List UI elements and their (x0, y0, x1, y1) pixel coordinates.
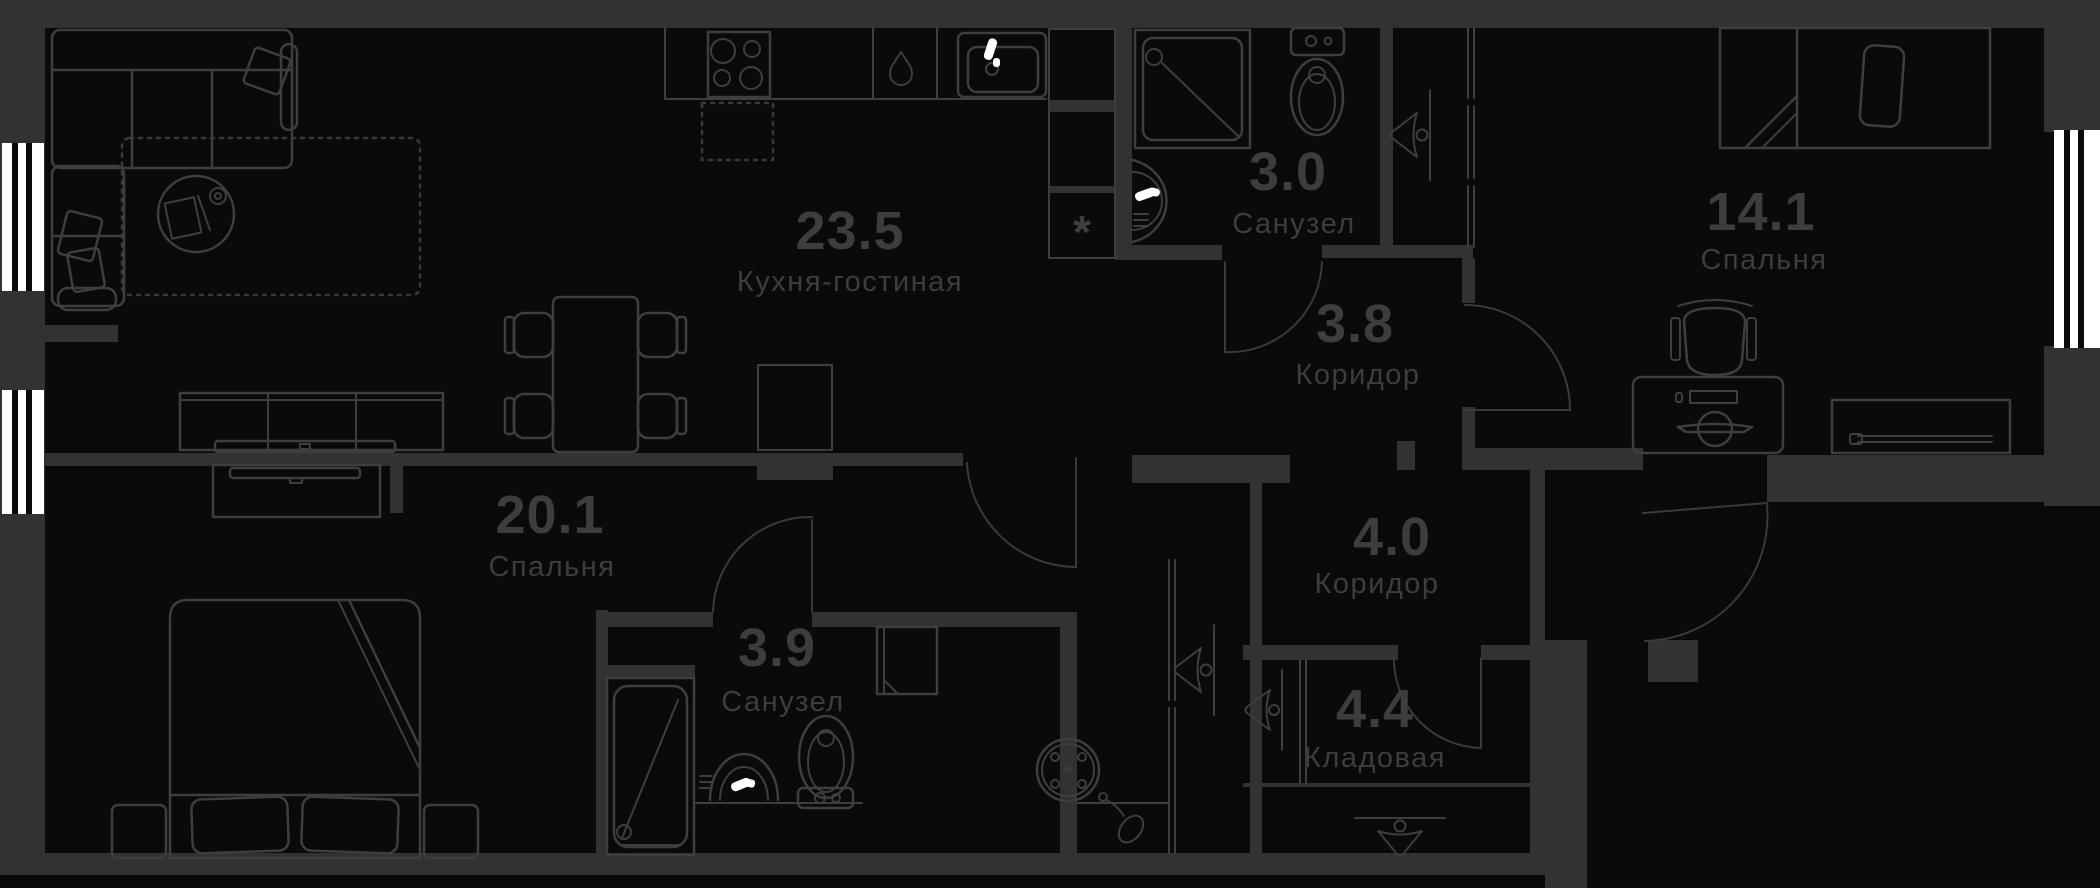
dishwasher-drop-icon (889, 51, 913, 86)
coffee-table-icon (156, 174, 236, 254)
stove-icon (706, 30, 772, 99)
door-arc-living (966, 457, 1077, 568)
door-arc-bathroom-bottom (712, 515, 813, 613)
hanger-icon (1244, 669, 1283, 751)
vent-shaft-icon (757, 364, 833, 451)
shoe-horn-icon (1098, 792, 1145, 844)
door-arc-bathroom-top (1224, 261, 1323, 354)
rug-icon (120, 136, 422, 297)
bathtub-icon (605, 676, 696, 857)
room-name-bedroom-right: Спальня (1700, 244, 1827, 276)
hanger-icon (1389, 89, 1431, 181)
bed-double-icon (168, 598, 422, 860)
sink-icon (956, 31, 1048, 99)
bedroom-dresser-tv (211, 463, 382, 519)
hanger-icon (1354, 817, 1446, 857)
bed-single-icon (1718, 26, 1992, 150)
room-area-storage: 4.4 (1336, 679, 1414, 739)
tv-stand-icon (178, 391, 445, 454)
room-name-bathroom-bottom: Санузел (721, 686, 844, 718)
room-name-corridor-bottom: Коридор (1314, 568, 1439, 600)
pouf-icon (1035, 737, 1101, 803)
sofa-icon (50, 28, 299, 312)
room-area-bathroom-top: 3.0 (1249, 142, 1327, 202)
dining-table-icon (503, 295, 688, 454)
hanger-icon (1173, 624, 1215, 716)
room-area-corridor-top: 3.8 (1316, 294, 1394, 354)
room-name-storage: Кладовая (1304, 742, 1446, 774)
room-area-kitchen-living: 23.5 (795, 201, 904, 261)
tall-units-icon: * (1048, 28, 1116, 259)
washbasin-icon (1130, 158, 1168, 244)
desk-chair-icon (1670, 299, 1757, 377)
washbasin-bottom-icon (694, 752, 863, 804)
toilet-icon (1289, 26, 1346, 137)
door-arc-bedroom-right (1464, 304, 1571, 411)
room-name-corridor-top: Коридор (1295, 359, 1420, 391)
fridge-dashed-icon (700, 101, 775, 162)
room-name-kitchen-living: Кухня-гостиная (737, 266, 963, 298)
door-arc-storage (1392, 657, 1482, 749)
room-area-bedroom-left: 20.1 (495, 485, 604, 545)
wardrobe-top (1389, 27, 1475, 248)
room-labels: 23.5 Кухня-гостиная 3.0 Санузел 3.8 Кори… (488, 142, 1827, 774)
nightstand-icon (110, 803, 480, 860)
room-name-bathroom-top: Санузел (1232, 208, 1355, 240)
window-left-top (2, 143, 44, 291)
storage-closets (1244, 659, 1446, 857)
room-area-corridor-bottom: 4.0 (1353, 507, 1431, 567)
door-arc-entrance (1642, 502, 1769, 642)
dresser-icon (1830, 398, 2012, 455)
washer-cabinet-icon (875, 625, 939, 696)
room-area-bedroom-right: 14.1 (1706, 182, 1815, 242)
window-right (2054, 130, 2100, 348)
shower-icon (1133, 28, 1252, 150)
appliance-asterisk: * (1073, 206, 1091, 258)
desk-icon (1631, 375, 1785, 455)
kitchen-counter (664, 27, 1047, 100)
toilet-bottom-icon (796, 714, 855, 810)
hall-closet (1076, 559, 1215, 854)
room-name-bedroom-left: Спальня (488, 551, 615, 583)
room-area-bathroom-bottom: 3.9 (738, 618, 816, 678)
window-left-bottom (2, 390, 44, 514)
